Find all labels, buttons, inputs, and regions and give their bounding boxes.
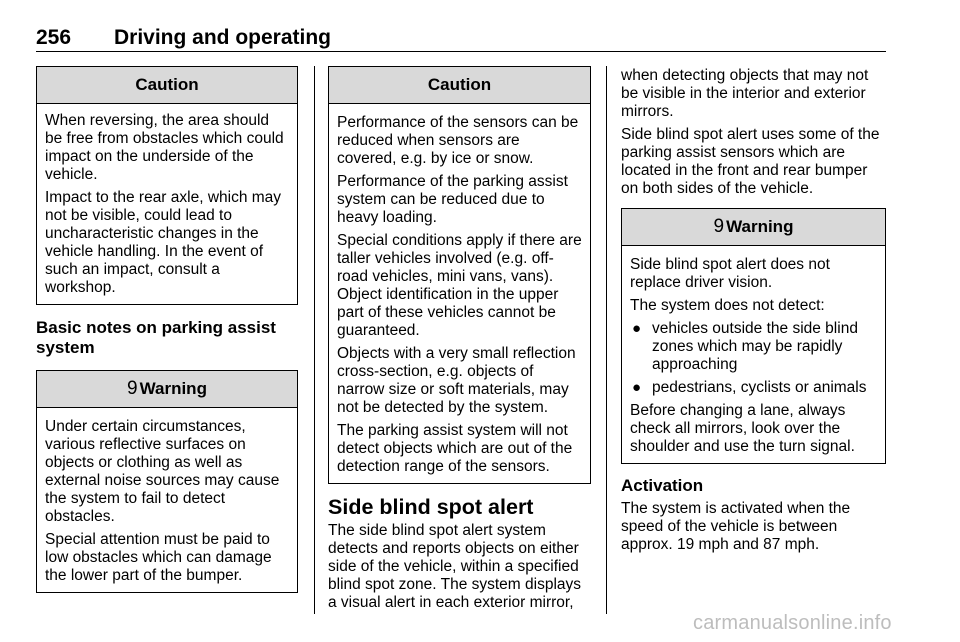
caution-paragraph: Special conditions apply if there are ta…	[337, 232, 582, 339]
caution-box: Caution Performance of the sensors can b…	[328, 66, 591, 484]
caution-box: Caution When reversing, the area should …	[36, 66, 298, 305]
warning-icon: 9	[713, 216, 725, 237]
body-paragraph: The system is activated when the speed o…	[621, 500, 851, 553]
page-title: Driving and operating	[114, 26, 332, 49]
body-paragraph: The side blind spot alert system detects…	[328, 522, 582, 611]
caution-paragraph: Objects with a very small reflection cro…	[337, 345, 576, 416]
warning-box: 9 Warning Under certain circumstances, v…	[36, 370, 298, 593]
list-item: ●vehicles outside the side blind zones w…	[632, 320, 858, 373]
section-heading: Activation	[621, 476, 704, 495]
list-item: ●pedestrians, cyclists or animals	[632, 379, 867, 396]
bullet-icon: ●	[632, 320, 642, 337]
caution-paragraph: When reversing, the area should be free …	[45, 112, 284, 183]
caution-heading: Caution	[37, 67, 297, 104]
page-number: 256	[36, 26, 72, 49]
column-2: Caution Performance of the sensors can b…	[328, 66, 591, 617]
warning-label: Warning	[726, 217, 794, 236]
warning-heading: 9 Warning	[622, 209, 885, 246]
section-heading: Basic notes on parking assist system	[36, 318, 276, 357]
warning-icon: 9	[127, 378, 138, 399]
warning-paragraph: Before changing a lane, always check all…	[630, 402, 855, 455]
warning-paragraph: Under certain circumstances, various ref…	[45, 418, 280, 525]
caution-paragraph: Impact to the rear axle, which may not b…	[45, 189, 282, 296]
watermark: carmanualsonline.info	[693, 612, 892, 634]
column-divider	[606, 66, 607, 614]
caution-paragraph: The parking assist system will not detec…	[337, 422, 573, 475]
body-paragraph: when detecting objects that may not be v…	[621, 67, 869, 120]
warning-box: 9 Warning Side blind spot alert does not…	[621, 208, 886, 464]
warning-label: Warning	[139, 379, 207, 398]
caution-paragraph: Performance of the sensors can be reduce…	[337, 114, 579, 167]
warning-list: ●vehicles outside the side blind zones w…	[630, 320, 877, 397]
section-heading: Side blind spot alert	[328, 495, 534, 519]
warning-paragraph: Side blind spot alert does not replace d…	[630, 256, 830, 291]
page-header: 256 Driving and operating	[36, 26, 886, 52]
column-3: when detecting objects that may not be v…	[621, 67, 886, 559]
warning-paragraph: The system does not detect:	[630, 297, 825, 314]
column-divider	[314, 66, 315, 614]
warning-paragraph: Special attention must be paid to low ob…	[45, 531, 272, 584]
warning-heading: 9 Warning	[37, 371, 297, 408]
column-1: Caution When reversing, the area should …	[36, 66, 298, 593]
caution-paragraph: Performance of the parking assist system…	[337, 173, 568, 226]
body-paragraph: Side blind spot alert uses some of the p…	[621, 126, 880, 197]
bullet-icon: ●	[632, 379, 642, 396]
caution-heading: Caution	[329, 67, 590, 104]
